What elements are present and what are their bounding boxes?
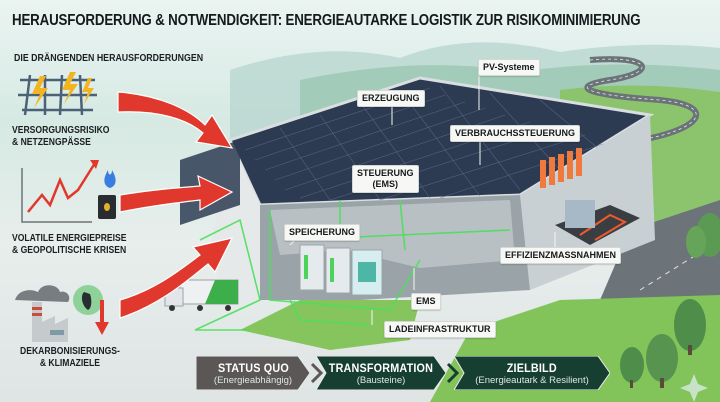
lightning-bolts — [32, 72, 94, 108]
roadmap-step-zielbild: ZIELBILD (Energieautark & Resilient) — [454, 356, 610, 390]
challenge-arrows — [117, 91, 234, 319]
challenge-decarbonization: DEKARBONISIERUNGS- & KLIMAZIELE — [20, 346, 120, 369]
chevron-right-icon — [446, 362, 460, 384]
chevron-right-icon — [310, 362, 324, 384]
callout-steuerung-ems: STEUERUNG (EMS) — [352, 165, 419, 193]
callout-verbrauchssteuerung: VERBRAUCHSSTEUERUNG — [450, 125, 581, 142]
roadmap-step-status-quo: STATUS QUO (Energieabhängig) — [196, 356, 310, 390]
rising-price-chart-oil-gas-icon — [21, 160, 116, 223]
page-title: HERAUSFORDERUNG & NOTWENDIGKEIT: ENERGIE… — [12, 12, 641, 29]
truck — [164, 279, 239, 311]
callout-effizienzmassnahmen: EFFIZIENZMASSNAHMEN — [500, 247, 621, 264]
trees — [620, 213, 720, 402]
challenge-energy-prices: VOLATILE ENERGIEPREISE & GEOPOLITISCHE K… — [12, 233, 127, 256]
factory-footprint-icon — [15, 285, 109, 342]
section-subtitle: DIE DRÄNGENDEN HERAUSFORDERUNGEN — [14, 52, 204, 64]
callout-erzeugung: ERZEUGUNG — [357, 90, 425, 107]
roadmap-step-transformation: TRANSFORMATION (Bausteine) — [316, 356, 446, 390]
callout-ladeinfrastruktur: LADEINFRASTRUKTUR — [384, 321, 496, 338]
callout-speicherung: SPEICHERUNG — [284, 224, 361, 241]
callout-ems: EMS — [411, 293, 441, 310]
callout-pv-systeme: PV-Systeme — [478, 59, 540, 76]
challenge-supply-risk: VERSORGUNGSRISIKO & NETZENGPÄSSE — [12, 125, 110, 148]
power-grid-lightning-icon — [18, 74, 97, 116]
